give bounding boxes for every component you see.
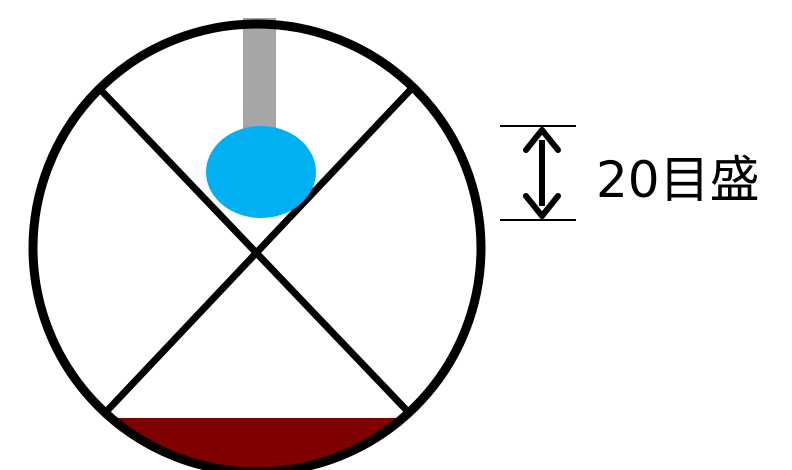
scale-arrow-head-up bbox=[523, 127, 561, 153]
crosshair-line-right bbox=[100, 82, 418, 418]
field-of-view-circle bbox=[28, 19, 486, 470]
scale-arrow-head-down bbox=[523, 193, 561, 219]
needle bbox=[243, 18, 276, 146]
scale-annotation: 20目盛 bbox=[500, 125, 760, 221]
droplet bbox=[206, 126, 316, 218]
liquid-pool bbox=[33, 418, 481, 470]
scale-label: 20目盛 bbox=[596, 151, 760, 209]
